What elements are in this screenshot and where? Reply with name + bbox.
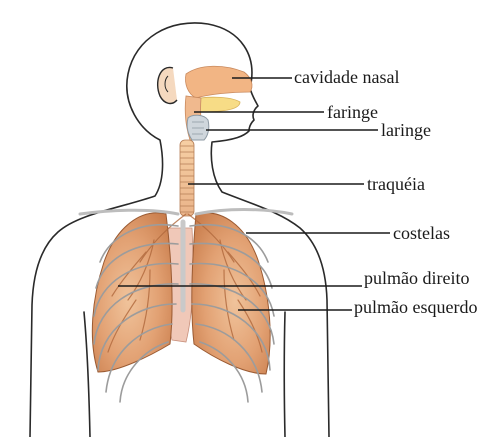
label-ribs: costelas [393,224,450,242]
ear [158,67,177,103]
label-nasal-cavity: cavidade nasal [294,68,399,86]
label-left-lung: pulmão esquerdo [354,298,477,316]
label-pharynx: faringe [327,103,378,121]
label-larynx: laringe [381,121,431,139]
label-right-lung: pulmão direito [364,269,469,287]
label-trachea: traquéia [367,175,425,193]
trachea [180,140,194,216]
